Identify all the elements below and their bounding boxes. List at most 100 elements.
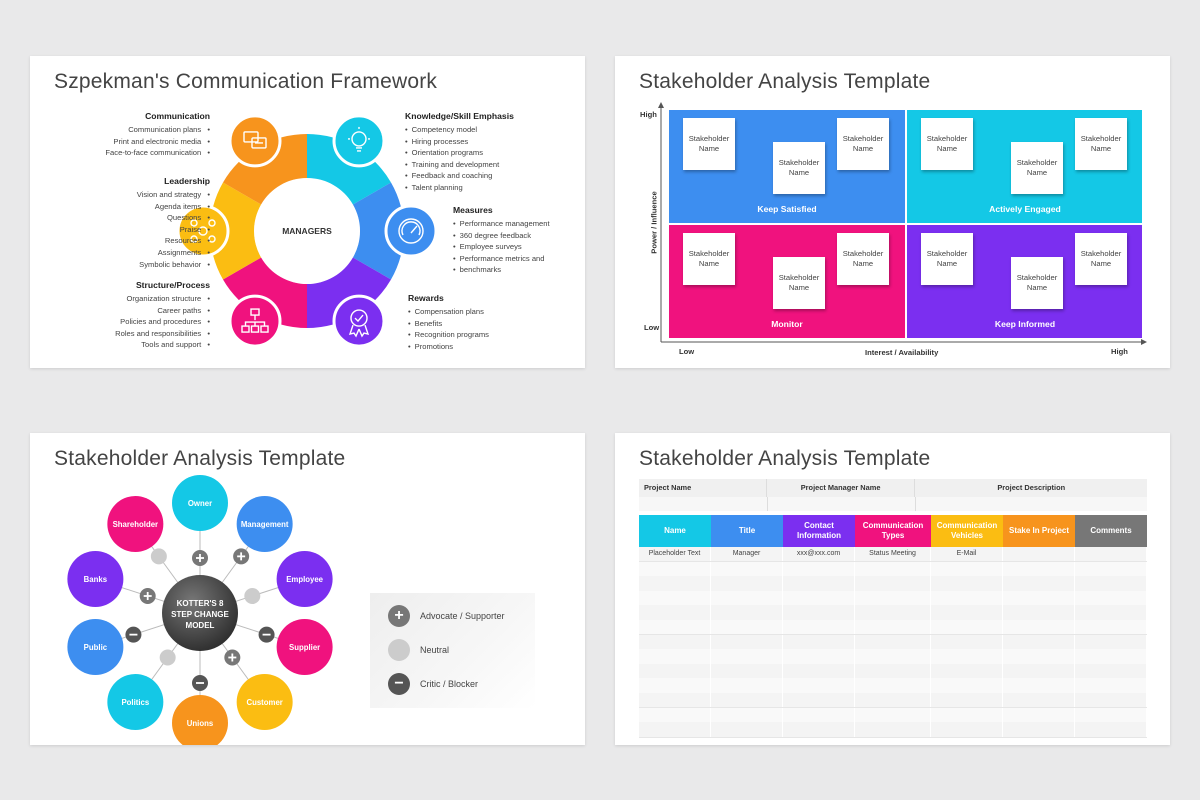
table-cell[interactable] <box>783 707 856 722</box>
slide-stakeholder-table[interactable]: Stakeholder Analysis Template Project Na… <box>615 433 1170 745</box>
table-cell[interactable] <box>1003 649 1076 664</box>
table-cell[interactable] <box>639 634 712 649</box>
table-cell[interactable] <box>783 561 856 576</box>
table-cell[interactable] <box>783 649 856 664</box>
table-cell[interactable] <box>639 590 712 606</box>
table-cell[interactable]: Status Meeting <box>855 547 931 562</box>
table-cell[interactable] <box>783 590 856 606</box>
table-cell[interactable] <box>711 678 784 693</box>
table-cell[interactable] <box>1075 693 1148 708</box>
table-cell[interactable] <box>931 620 1004 635</box>
table-row[interactable] <box>639 605 1148 621</box>
sticky-note[interactable]: Stakeholder Name <box>773 142 825 194</box>
table-cell[interactable] <box>639 561 712 576</box>
table-cell[interactable] <box>1003 663 1076 679</box>
table-cell[interactable] <box>1003 634 1076 649</box>
table-cell[interactable] <box>711 561 784 576</box>
table-cell[interactable] <box>855 649 931 664</box>
sticky-note[interactable]: Stakeholder Name <box>1075 233 1127 285</box>
table-row[interactable] <box>639 634 1148 650</box>
table-cell[interactable] <box>1075 547 1148 562</box>
table-cell[interactable] <box>855 634 931 649</box>
table-cell[interactable] <box>1003 590 1076 606</box>
sticky-note[interactable]: Stakeholder Name <box>773 257 825 309</box>
table-cell[interactable] <box>783 678 856 693</box>
sticky-note[interactable]: Stakeholder Name <box>1011 142 1063 194</box>
table-row[interactable] <box>639 649 1148 665</box>
table-cell[interactable] <box>855 561 931 576</box>
table-cell[interactable] <box>1075 576 1148 591</box>
table-cell[interactable] <box>783 620 856 635</box>
sticky-note[interactable]: Stakeholder Name <box>921 233 973 285</box>
table-cell[interactable] <box>855 590 931 606</box>
table-cell[interactable] <box>711 620 784 635</box>
table-cell[interactable] <box>711 605 784 620</box>
slide-stakeholder-matrix[interactable]: Stakeholder Analysis Template Keep Satis… <box>615 56 1170 368</box>
table-cell[interactable] <box>1003 547 1076 562</box>
sticky-note[interactable]: Stakeholder Name <box>837 118 889 170</box>
table-cell[interactable]: E-Mail <box>931 547 1004 562</box>
table-row[interactable] <box>639 722 1148 738</box>
table-row[interactable] <box>639 707 1148 723</box>
table-cell[interactable] <box>639 678 712 693</box>
project-info-values[interactable] <box>639 497 1147 511</box>
table-row[interactable] <box>639 693 1148 709</box>
table-cell[interactable] <box>783 576 856 591</box>
table-cell[interactable] <box>711 707 784 722</box>
table-cell[interactable] <box>931 634 1004 649</box>
table-cell[interactable] <box>1075 722 1148 737</box>
table-cell[interactable] <box>931 722 1004 737</box>
table-cell[interactable] <box>783 663 856 679</box>
table-cell[interactable] <box>855 605 931 620</box>
sticky-note[interactable]: Stakeholder Name <box>837 233 889 285</box>
table-cell[interactable] <box>639 620 712 635</box>
table-cell[interactable] <box>639 576 712 591</box>
table-cell[interactable] <box>1075 634 1148 649</box>
table-cell[interactable]: Placeholder Text <box>639 547 712 562</box>
table-row[interactable] <box>639 678 1148 694</box>
table-cell[interactable] <box>855 620 931 635</box>
table-cell[interactable] <box>639 663 712 679</box>
table-cell[interactable] <box>783 634 856 649</box>
table-row[interactable] <box>639 663 1148 680</box>
table-cell[interactable] <box>639 707 712 722</box>
table-cell[interactable] <box>711 693 784 708</box>
table-cell[interactable] <box>639 605 712 620</box>
table-cell[interactable] <box>711 634 784 649</box>
table-cell[interactable] <box>1075 663 1148 679</box>
table-cell[interactable] <box>711 576 784 591</box>
table-cell[interactable] <box>1075 590 1148 606</box>
table-cell[interactable] <box>1003 722 1076 737</box>
table-cell[interactable] <box>931 561 1004 576</box>
sticky-note[interactable]: Stakeholder Name <box>1011 257 1063 309</box>
table-cell[interactable] <box>1003 605 1076 620</box>
table-cell[interactable] <box>931 707 1004 722</box>
table-cell[interactable] <box>639 649 712 664</box>
table-cell[interactable] <box>711 649 784 664</box>
table-cell[interactable] <box>1003 678 1076 693</box>
table-cell[interactable] <box>855 678 931 693</box>
table-cell[interactable] <box>639 693 712 708</box>
table-row[interactable] <box>639 620 1148 636</box>
table-cell[interactable] <box>1003 620 1076 635</box>
sticky-note[interactable]: Stakeholder Name <box>683 118 735 170</box>
sticky-note[interactable]: Stakeholder Name <box>683 233 735 285</box>
sticky-note[interactable]: Stakeholder Name <box>1075 118 1127 170</box>
table-cell[interactable] <box>855 693 931 708</box>
table-cell[interactable]: Manager <box>711 547 784 562</box>
table-cell[interactable] <box>855 576 931 591</box>
table-row[interactable] <box>639 590 1148 607</box>
table-cell[interactable] <box>1075 649 1148 664</box>
table-cell[interactable] <box>931 605 1004 620</box>
sticky-note[interactable]: Stakeholder Name <box>921 118 973 170</box>
table-cell[interactable] <box>855 663 931 679</box>
table-cell[interactable] <box>931 649 1004 664</box>
table-cell[interactable] <box>931 678 1004 693</box>
table-cell[interactable] <box>1075 678 1148 693</box>
table-cell[interactable] <box>1075 605 1148 620</box>
table-cell[interactable] <box>639 722 712 737</box>
table-cell[interactable] <box>855 707 931 722</box>
